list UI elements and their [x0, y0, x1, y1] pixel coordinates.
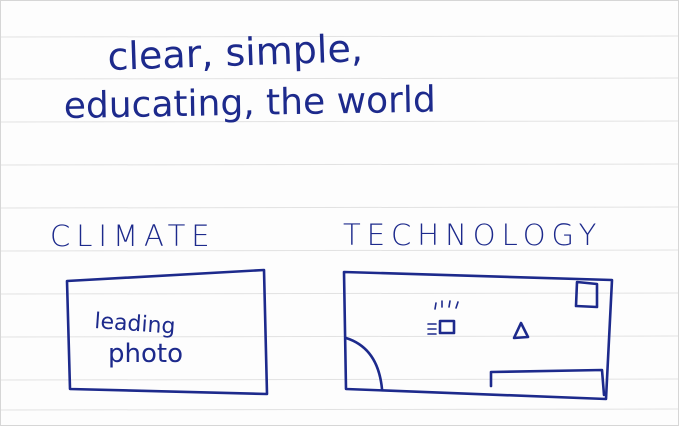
- technology-layout-sketch: [342, 270, 614, 401]
- ruled-line: [0, 292, 679, 295]
- icon-tick: [448, 300, 451, 308]
- ruled-line: [0, 206, 679, 209]
- corner-arc: [344, 336, 384, 391]
- icon-tick: [434, 302, 437, 310]
- technology-heading: TECHNOLOGY: [343, 218, 602, 252]
- layout-box-outline: [342, 270, 614, 401]
- corner-square: [574, 280, 599, 309]
- climate-leading-photo-box: leading photo: [65, 268, 269, 396]
- triangle-icon: [512, 321, 530, 340]
- tagline-line-2: educating, the world: [63, 80, 436, 127]
- ruled-line: [0, 77, 679, 80]
- photo-box-label-line-1: leading: [94, 309, 177, 340]
- ruled-line: [0, 249, 679, 252]
- ruled-line: [0, 120, 679, 123]
- tagline-line-1: clear, simple,: [107, 26, 364, 79]
- ruled-line: [0, 408, 679, 411]
- photo-box-outline: [65, 268, 269, 396]
- small-square-icon: [438, 319, 456, 335]
- ruled-line: [0, 335, 679, 338]
- ruled-line: [0, 35, 679, 38]
- icon-tick: [455, 301, 459, 309]
- climate-heading: CLIMATE: [50, 219, 216, 253]
- photo-box-label-line-2: photo: [108, 339, 183, 369]
- ruled-line: [0, 163, 679, 166]
- ruled-line: [0, 378, 679, 381]
- bottom-bar: [489, 368, 606, 397]
